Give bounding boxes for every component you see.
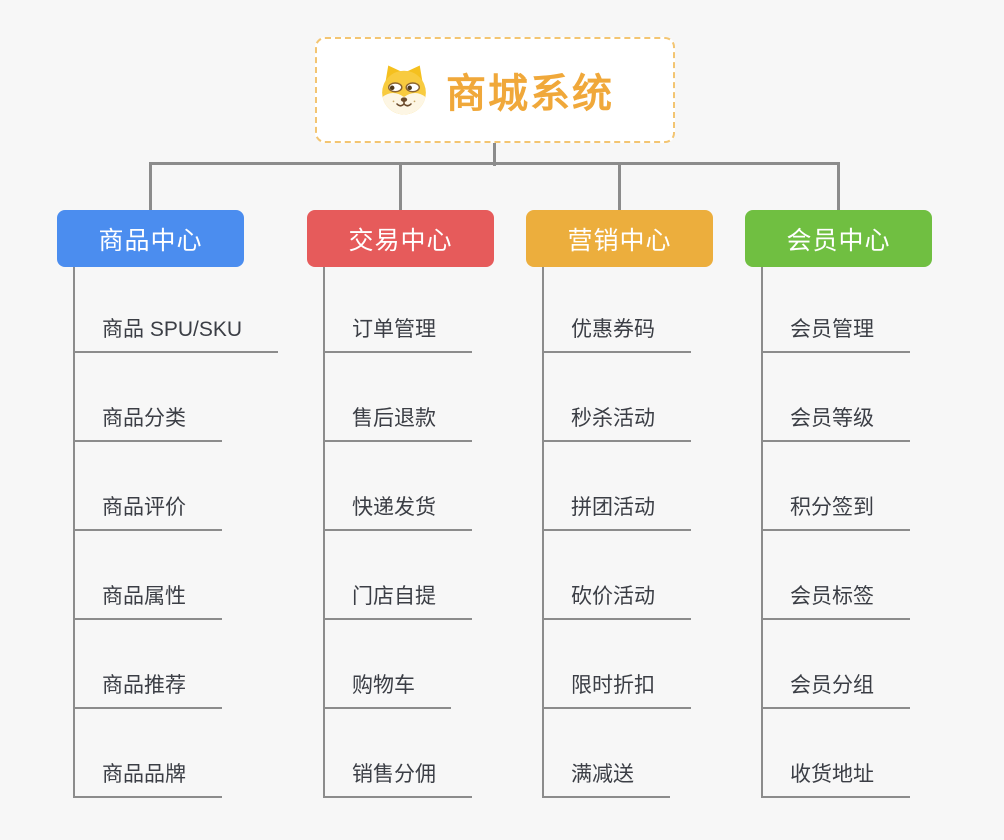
- child-node-label[interactable]: 购物车: [325, 669, 451, 709]
- child-node: 砍价活动: [544, 531, 713, 620]
- child-node-label[interactable]: 会员分组: [763, 669, 910, 709]
- child-node: 门店自提: [325, 531, 494, 620]
- child-node: 商品推荐: [75, 620, 244, 709]
- child-node-label[interactable]: 拼团活动: [544, 491, 691, 531]
- child-node: 拼团活动: [544, 442, 713, 531]
- branch-children-member: 会员管理 会员等级 积分签到 会员标签 会员分组 收货地址: [761, 267, 932, 798]
- connector-drop-4: [837, 162, 840, 210]
- connector-drop-3: [618, 162, 621, 210]
- child-node-label[interactable]: 会员管理: [763, 313, 910, 353]
- child-node: 商品 SPU/SKU: [75, 267, 279, 353]
- child-node-label[interactable]: 积分签到: [763, 491, 910, 531]
- child-node: 售后退款: [325, 353, 494, 442]
- branch-column-trade: 交易中心 订单管理 售后退款 快递发货 门店自提 购物车 销售分佣: [307, 210, 494, 798]
- child-node-label[interactable]: 限时折扣: [544, 669, 691, 709]
- child-node-label[interactable]: 商品推荐: [75, 669, 222, 709]
- mindmap-root-node[interactable]: 商城系统: [315, 37, 675, 143]
- child-node: 会员等级: [763, 353, 932, 442]
- child-node: 订单管理: [325, 267, 494, 353]
- connector-root-stub: [493, 143, 496, 166]
- connector-drop-1: [149, 162, 152, 210]
- branch-children-product: 商品 SPU/SKU 商品分类 商品评价 商品属性 商品推荐 商品品牌: [73, 267, 279, 798]
- child-node: 销售分佣: [325, 709, 494, 798]
- child-node-label[interactable]: 商品属性: [75, 580, 222, 620]
- branch-node-product-center[interactable]: 商品中心: [57, 210, 244, 267]
- child-node: 会员管理: [763, 267, 932, 353]
- child-node: 会员标签: [763, 531, 932, 620]
- child-node: 收货地址: [763, 709, 932, 798]
- child-node-label[interactable]: 会员等级: [763, 402, 910, 442]
- branch-node-marketing-center[interactable]: 营销中心: [526, 210, 713, 267]
- child-node-label[interactable]: 门店自提: [325, 580, 472, 620]
- child-node-label[interactable]: 商品评价: [75, 491, 222, 531]
- child-node: 购物车: [325, 620, 494, 709]
- child-node: 秒杀活动: [544, 353, 713, 442]
- branch-children-marketing: 优惠券码 秒杀活动 拼团活动 砍价活动 限时折扣 满减送: [542, 267, 713, 798]
- connector-horizontal: [149, 162, 840, 165]
- branch-node-trade-center[interactable]: 交易中心: [307, 210, 494, 267]
- child-node-label[interactable]: 售后退款: [325, 402, 472, 442]
- child-node: 满减送: [544, 709, 713, 798]
- child-node: 商品品牌: [75, 709, 244, 798]
- child-node-label[interactable]: 商品品牌: [75, 758, 222, 798]
- branch-node-member-center[interactable]: 会员中心: [745, 210, 932, 267]
- child-node: 快递发货: [325, 442, 494, 531]
- child-node-label[interactable]: 砍价活动: [544, 580, 691, 620]
- branch-column-product: 商品中心 商品 SPU/SKU 商品分类 商品评价 商品属性 商品推荐 商品品牌: [57, 210, 279, 798]
- child-node-label[interactable]: 优惠券码: [544, 313, 691, 353]
- child-node-label[interactable]: 秒杀活动: [544, 402, 691, 442]
- dog-icon: [382, 65, 426, 115]
- root-title: 商城系统: [446, 72, 614, 116]
- child-node: 限时折扣: [544, 620, 713, 709]
- child-node: 会员分组: [763, 620, 932, 709]
- child-node-label[interactable]: 满减送: [544, 758, 670, 798]
- child-node-label[interactable]: 快递发货: [325, 491, 472, 531]
- child-node: 商品属性: [75, 531, 244, 620]
- child-node: 商品评价: [75, 442, 244, 531]
- connector-drop-2: [399, 162, 402, 210]
- child-node: 积分签到: [763, 442, 932, 531]
- child-node-label[interactable]: 会员标签: [763, 580, 910, 620]
- child-node: 商品分类: [75, 353, 244, 442]
- branch-column-member: 会员中心 会员管理 会员等级 积分签到 会员标签 会员分组 收货地址: [745, 210, 932, 798]
- child-node-label[interactable]: 收货地址: [763, 758, 910, 798]
- child-node: 优惠券码: [544, 267, 713, 353]
- child-node-label[interactable]: 商品分类: [75, 402, 222, 442]
- child-node-label[interactable]: 订单管理: [325, 313, 472, 353]
- child-node-label[interactable]: 销售分佣: [325, 758, 472, 798]
- child-node-label[interactable]: 商品 SPU/SKU: [75, 313, 279, 353]
- branch-column-marketing: 营销中心 优惠券码 秒杀活动 拼团活动 砍价活动 限时折扣 满减送: [526, 210, 713, 798]
- branch-children-trade: 订单管理 售后退款 快递发货 门店自提 购物车 销售分佣: [323, 267, 494, 798]
